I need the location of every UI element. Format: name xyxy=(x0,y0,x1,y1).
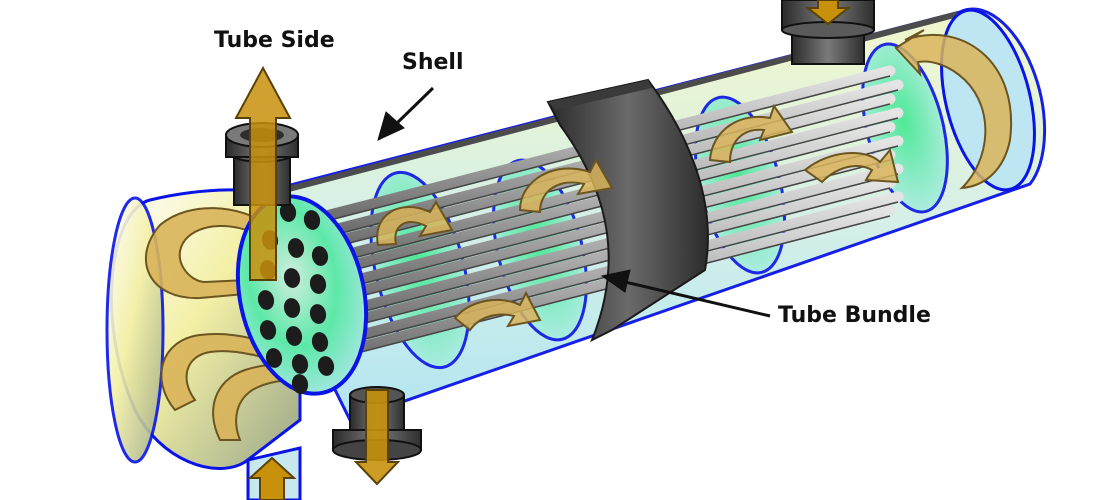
tube-side-up-arrow-icon xyxy=(234,65,292,281)
tube-bundle-pointer-head-icon xyxy=(600,269,631,293)
tube-hole xyxy=(309,304,327,324)
shell-pointer-arrow-icon xyxy=(393,86,435,127)
tube-hole xyxy=(257,290,275,310)
callout-pointers xyxy=(377,86,771,318)
shell-pointer-head-icon xyxy=(377,111,405,141)
tube-hole xyxy=(283,298,301,318)
flow-arrow-icon xyxy=(803,147,900,184)
tube-side-label: Tube Side xyxy=(214,28,335,53)
tube-hole xyxy=(265,348,283,368)
flow-arrow-icon xyxy=(708,103,794,164)
tube-side-arrows xyxy=(234,0,851,500)
tube-hole xyxy=(311,246,329,266)
tube-bundle-label: Tube Bundle xyxy=(778,303,931,328)
tube-hole xyxy=(291,374,309,394)
shell-label: Shell xyxy=(402,50,464,75)
shell-side-down-arrow-icon xyxy=(353,389,401,486)
tube-hole xyxy=(279,202,297,222)
tube-hole xyxy=(285,326,303,346)
tube-hole xyxy=(287,238,305,258)
tube-hole xyxy=(311,332,329,352)
tube-hole xyxy=(303,210,321,230)
flow-arrow-icon xyxy=(894,29,1013,190)
tube-bundle-pointer-arrow-icon xyxy=(624,280,771,318)
flow-arrow-icon xyxy=(518,157,614,214)
tube-hole xyxy=(291,354,309,374)
flow-arrow-icon xyxy=(376,200,454,247)
shell-side-flow xyxy=(376,29,1013,332)
tube-side-inlet-arrow-icon xyxy=(247,456,297,500)
shell-side-inlet-arrow-icon xyxy=(805,0,851,26)
flow-arrow-icon xyxy=(453,290,542,332)
tube-hole xyxy=(317,356,335,376)
tube-hole xyxy=(259,320,277,340)
tube-hole xyxy=(309,274,327,294)
tube-hole xyxy=(283,268,301,288)
